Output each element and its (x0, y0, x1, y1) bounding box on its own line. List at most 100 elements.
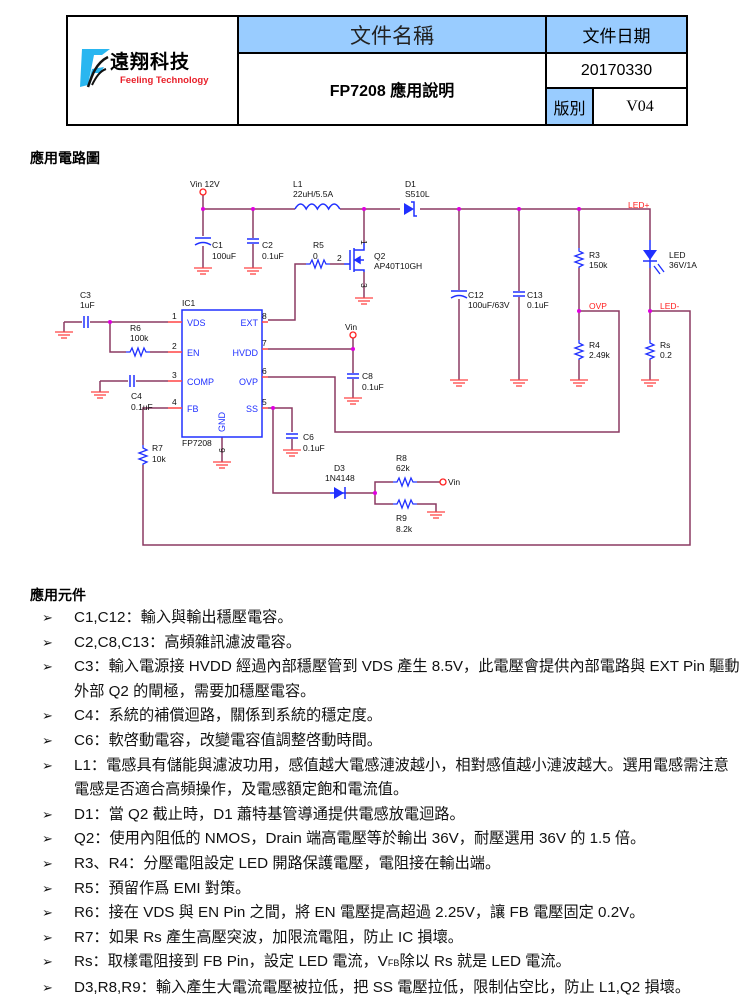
company-logo-cell: 遠翔科技 Feeling Technology (68, 17, 239, 124)
capacitor-c4 (129, 374, 135, 388)
label-r7-ref: R7 (152, 443, 163, 453)
ground-icon (640, 379, 660, 387)
list-item-subscript: FB (387, 958, 400, 969)
document-header-table: 遠翔科技 Feeling Technology 文件名稱 FP7208 應用說明… (66, 15, 688, 126)
vin-terminal-icon (439, 478, 447, 486)
ground-icon (212, 461, 232, 469)
label-r3-val: 150k (589, 260, 608, 270)
list-item-text: D1：當 Q2 截止時，D1 蕭特基管導通提供電感放電迴路。 (74, 805, 465, 823)
company-logo: 遠翔科技 Feeling Technology (80, 45, 230, 95)
label-c3-ref: C3 (80, 290, 91, 300)
arrow-bullet-icon: ➢ (42, 610, 53, 625)
label-c13-val: 0.1uF (527, 300, 549, 310)
resistor-r6 (125, 347, 151, 357)
label-r8-val: 62k (396, 463, 410, 473)
label-vin-r8: Vin (448, 477, 460, 487)
list-item-text: C2,C8,C13：高頻雜訊濾波電容。 (74, 633, 302, 651)
list-item: ➢Rs：取樣電阻接到 FB Pin，設定 LED 電流，VFB除以 Rs 就是 … (40, 950, 740, 976)
capacitor-c1 (194, 237, 212, 246)
ground-icon (343, 397, 363, 405)
arrow-bullet-icon: ➢ (42, 659, 53, 675)
label-r9-ref: R9 (396, 513, 407, 523)
label-c2-ref: C2 (262, 240, 273, 250)
ic-pin-name: HVDD (232, 348, 258, 358)
ground-icon (569, 379, 589, 387)
ic-pin-num: 1 (172, 311, 177, 321)
ic-pin-num: 3 (172, 370, 177, 380)
ic1-body (181, 309, 263, 438)
label-rs-ref: Rs (660, 340, 670, 350)
label-r9-val: 8.2k (396, 524, 413, 534)
label-c4-ref: C4 (131, 391, 142, 401)
label-c8-ref: C8 (362, 371, 373, 381)
capacitor-c13 (512, 291, 526, 297)
list-item: ➢C6：軟啓動電容，改變電容值調整啓動時間。 (40, 729, 740, 754)
list-item-text: C4：系統的補償迴路，關係到系統的穩定度。 (74, 707, 382, 725)
ground-icon (426, 511, 446, 519)
resistor-r8 (392, 477, 418, 487)
label-vin-hvdd: Vin (345, 322, 357, 332)
label-c1-ref: C1 (212, 240, 223, 250)
arrow-bullet-icon: ➢ (42, 929, 53, 945)
ic-pin-num: 4 (172, 397, 177, 407)
label-r6-val: 100k (130, 333, 149, 343)
label-r5-ref: R5 (313, 240, 324, 250)
ic-pin-num: 8 (262, 311, 267, 321)
arrow-bullet-icon: ➢ (42, 757, 53, 773)
ic-pin-num: 6 (262, 366, 267, 376)
list-item-text: C6：軟啓動電容，改變電容值調整啓動時間。 (74, 731, 382, 749)
label-led-ref: LED (669, 250, 686, 260)
list-item-text: R7：如果 Rs 產生高壓突波，加限流電阻，防止 IC 損壞。 (74, 928, 463, 946)
list-item-text: R5：預留作爲 EMI 對策。 (74, 879, 251, 897)
label-r7-val: 10k (152, 454, 166, 464)
arrow-bullet-icon: ➢ (42, 634, 53, 650)
label-q2-ref: Q2 (374, 251, 386, 261)
ic-pin-num: 9 (217, 448, 227, 453)
list-item: ➢D3,R8,R9：輸入產生大電流電壓被拉低，把 SS 電壓拉低，限制佔空比，防… (40, 976, 740, 1001)
company-name-en: Feeling Technology (120, 75, 209, 86)
list-item: ➢R5：預留作爲 EMI 對策。 (40, 877, 740, 902)
capacitor-c12 (450, 290, 468, 299)
resistor-r3 (574, 247, 584, 269)
list-item-text: R6：接在 VDS 與 EN Pin 之間，將 EN 電壓提高超過 2.25V，… (74, 904, 645, 922)
doc-date-value: 20170330 (547, 54, 686, 89)
resistor-rs (645, 339, 655, 361)
capacitor-c3 (83, 315, 89, 329)
version-value: V04 (626, 97, 654, 115)
ic-pin-name: EXT (240, 318, 258, 328)
net-label-led-plus: LED+ (628, 200, 650, 210)
list-item: ➢ D1：當 Q2 截止時，D1 蕭特基管導通提供電感放電迴路。 (40, 803, 740, 828)
ic-pin-name: GND (217, 412, 227, 433)
list-item-text: L1：電感具有儲能與濾波功用，感值越大電感漣波越小，相對感值越小漣波越大。選用電… (74, 756, 729, 799)
list-item: ➢C1,C12：輸入與輸出穩壓電容。 (40, 606, 740, 631)
circuit-section-title: 應用電路圖 (30, 150, 100, 166)
capacitor-c2 (246, 238, 260, 244)
net-label-ovp: OVP (589, 301, 607, 311)
label-vin-12v: Vin 12V (190, 179, 220, 189)
label-l1-ref: L1 (293, 179, 303, 189)
ic-pin-name: VDS (187, 318, 206, 328)
ground-icon (90, 391, 110, 399)
arrow-bullet-icon: ➢ (42, 806, 53, 822)
arrow-bullet-icon: ➢ (42, 954, 53, 970)
label-c2-val: 0.1uF (262, 251, 284, 261)
ground-icon (354, 297, 374, 305)
list-item: ➢Q2：使用內阻低的 NMOS，Drain 端高電壓等於輸出 36V，耐壓選用 … (40, 827, 740, 852)
label-c6-ref: C6 (303, 432, 314, 442)
label-r5-val: 0 (313, 251, 318, 261)
label-d1-ref: D1 (405, 179, 416, 189)
list-item: ➢ C2,C8,C13：高頻雜訊濾波電容。 (40, 631, 740, 656)
ic-pin-name: OVP (239, 377, 258, 387)
ground-icon (54, 331, 74, 339)
doc-date-label: 文件日期 (547, 17, 686, 54)
label-c4-val: 0.1uF (131, 402, 153, 412)
resistor-r4 (574, 339, 584, 361)
arrow-bullet-icon: ➢ (42, 905, 53, 921)
label-c12-val: 100uF/63V (468, 300, 510, 310)
label-c8-val: 0.1uF (362, 382, 384, 392)
vin-terminal-icon (349, 331, 357, 339)
led-diode (643, 240, 665, 275)
list-item: ➢C3：輸入電源接 HVDD 經過內部穩壓管到 VDS 產生 8.5V，此電壓會… (40, 655, 740, 704)
label-led-val: 36V/1A (669, 260, 697, 270)
label-d1-val: S510L (405, 189, 430, 199)
